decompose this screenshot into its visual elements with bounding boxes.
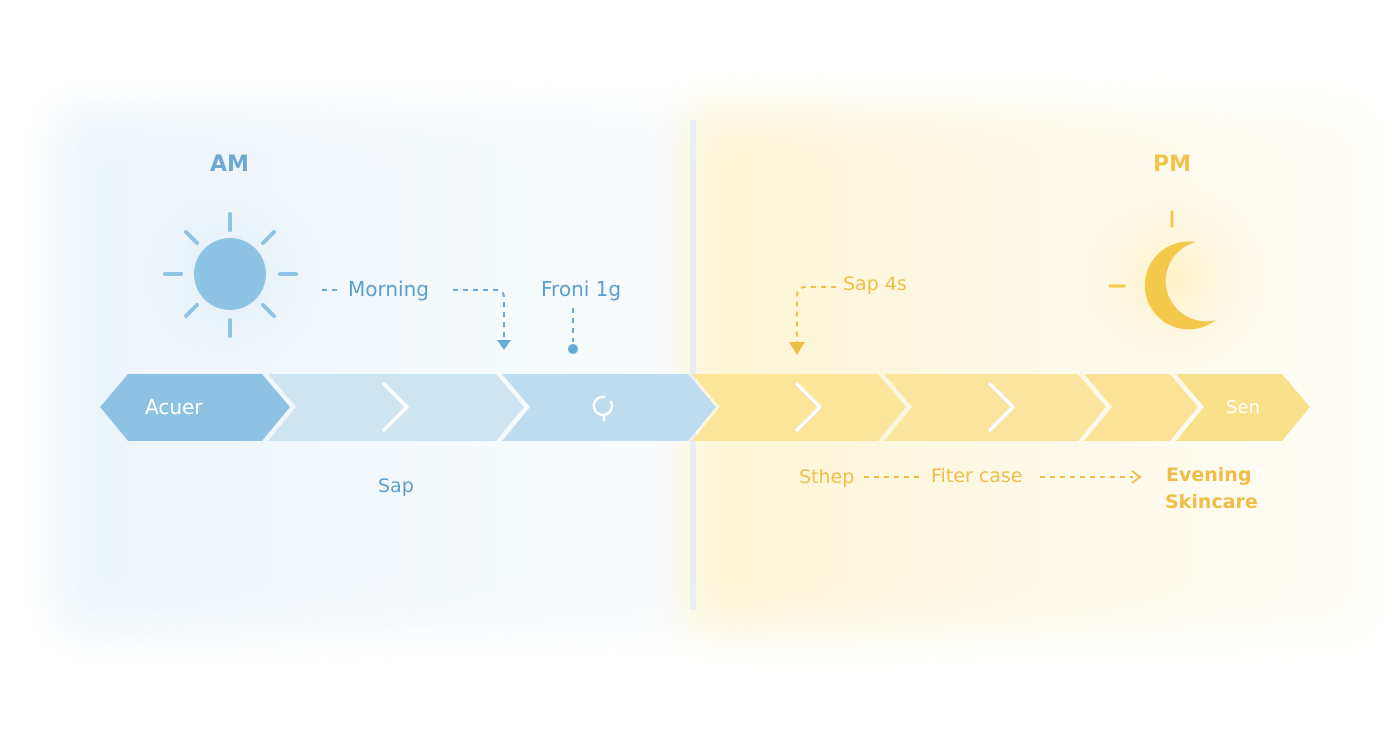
moon-icon [1080,186,1264,370]
refresh-icon [592,395,614,422]
pm-flow-arrowhead [1131,470,1142,484]
sun-icon [135,180,325,370]
chevron-mark [382,382,409,432]
segment-1-label: Acuer [145,395,203,419]
segment-7-label: Sen [1226,397,1260,418]
segment-6[interactable] [1084,374,1198,441]
pm-title: PM [1153,152,1192,177]
froni-connector [568,308,578,354]
morning-annotation: Morning [348,277,429,301]
pm-step-label: Sthep [799,466,855,488]
morning-connector [322,289,505,340]
skincare-label: Skincare [1165,491,1258,513]
chevron-mark [795,382,822,432]
chevron-track [100,374,1310,441]
segment-4[interactable] [692,374,906,441]
morning-arrowhead [497,340,511,350]
evening-label: Evening [1166,464,1252,486]
segment-3[interactable] [502,374,716,441]
am-background [60,110,700,630]
am-title: AM [210,152,249,177]
segment-2[interactable] [268,374,524,441]
sap-4s-connector [796,286,836,342]
sap-4s-annotation: Sap 4s [843,273,907,295]
chevron-mark [988,382,1015,432]
pm-filter-label: Fiter case [931,465,1023,487]
segment-5[interactable] [884,374,1106,441]
froni-annotation: Froni 1g [541,277,622,301]
pm-background [690,110,1370,630]
chevron-marks [382,382,1015,432]
am-step-label: Sap [378,475,414,497]
segment-1[interactable] [100,374,290,441]
segment-7[interactable] [1176,374,1310,441]
sap-4s-arrowhead [789,342,805,355]
